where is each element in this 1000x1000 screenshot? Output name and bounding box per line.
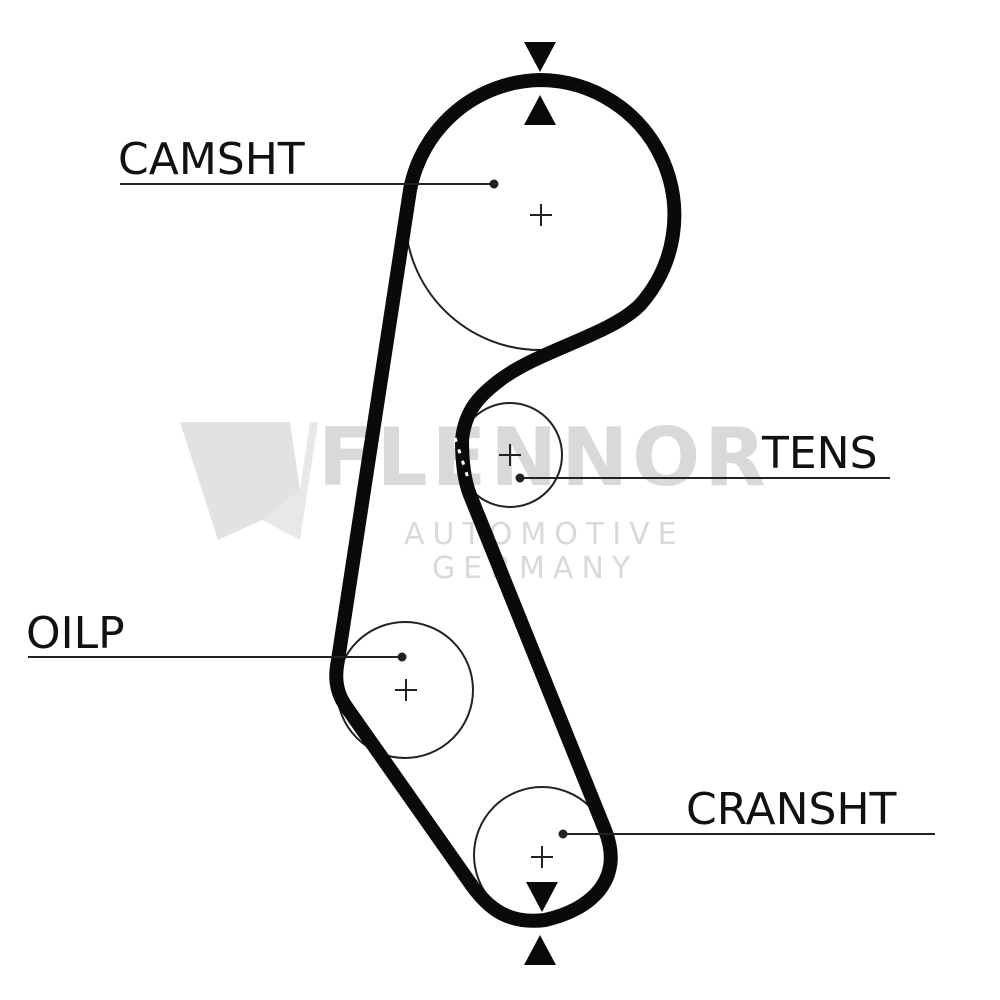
watermark-line1: AUTOMOTIVE: [404, 517, 685, 552]
watermark-line2: GERMANY: [432, 551, 639, 586]
timing-belt: [329, 73, 682, 928]
oil-pump-label: OILP: [26, 608, 125, 659]
watermark-brand: FLENNOR: [318, 411, 770, 504]
crankshaft-label: CRANSHT: [686, 784, 897, 835]
tensioner-label: TENS: [762, 428, 878, 479]
crankshaft-timing-mark: [524, 882, 558, 965]
camshaft-timing-mark: [524, 42, 556, 125]
camshaft-label: CAMSHT: [118, 134, 305, 185]
